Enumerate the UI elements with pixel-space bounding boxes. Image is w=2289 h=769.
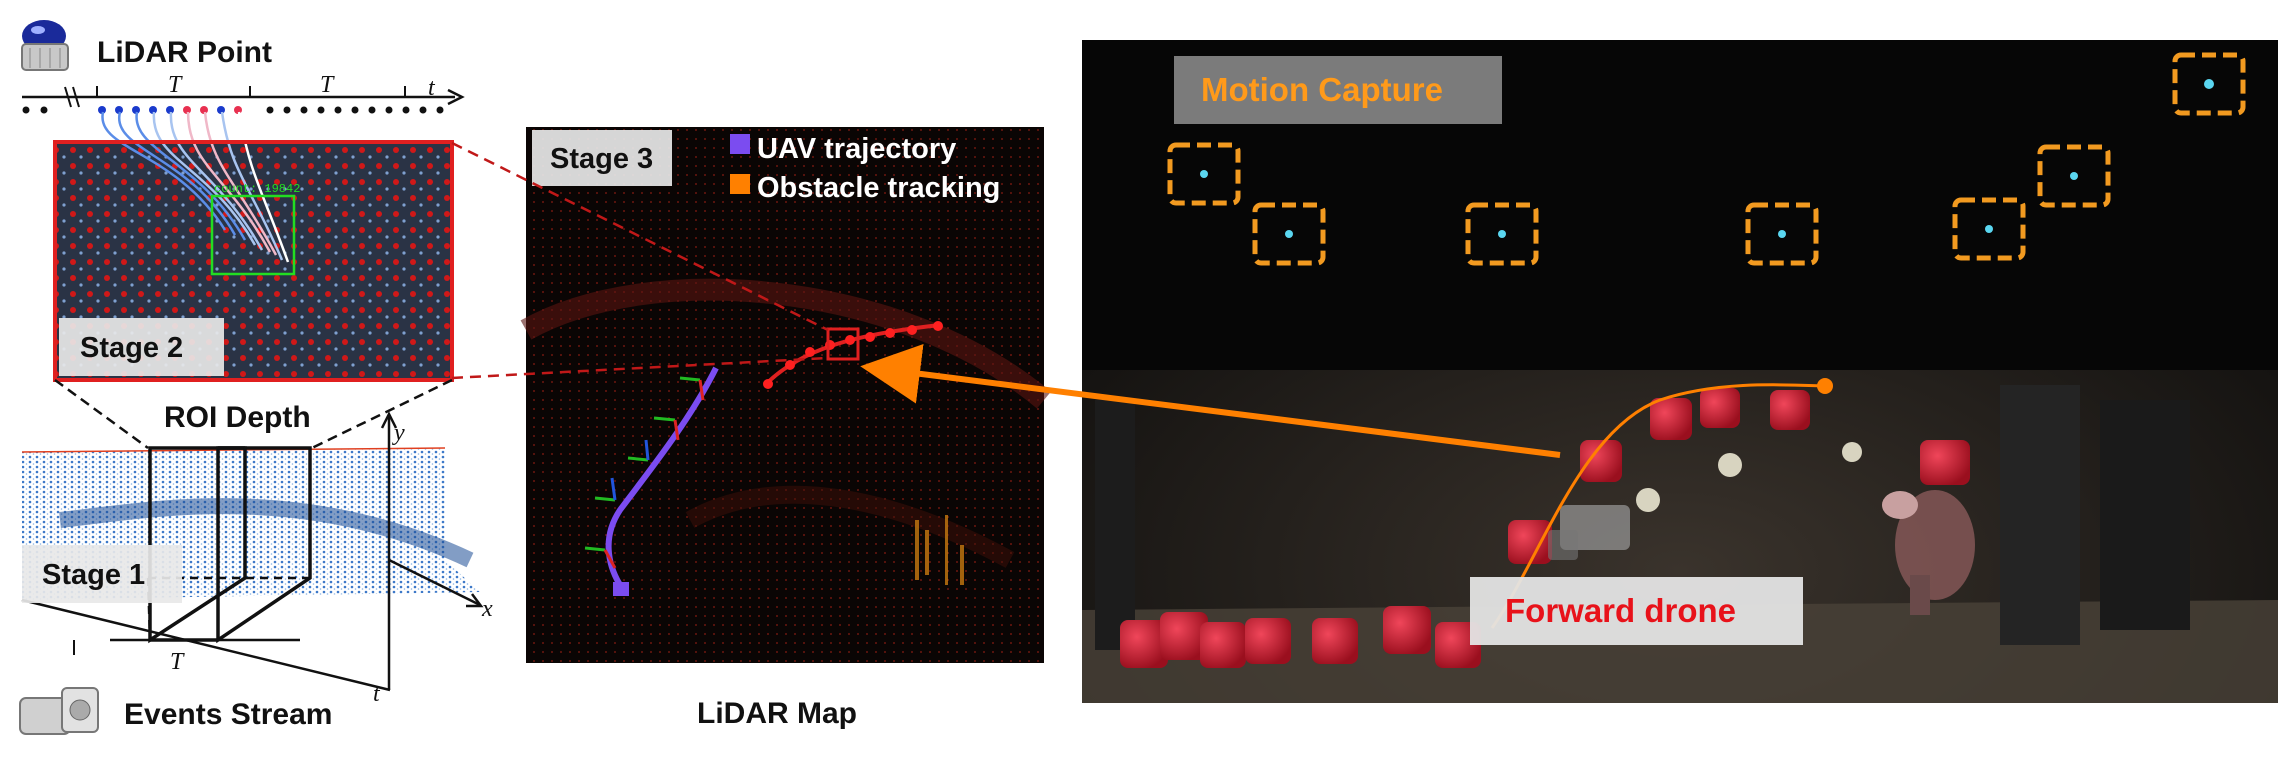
lidar-point-title: LiDAR Point — [97, 36, 272, 69]
timeline-T-label-2: T — [320, 72, 335, 98]
legend-obstacle-label: Obstacle tracking — [757, 172, 1000, 204]
forward-drone-shape — [1548, 505, 1630, 560]
mocap-marker-boxes — [1167, 52, 2246, 266]
lidar-timeline — [22, 86, 465, 114]
scene-to-map-arrow — [860, 344, 1561, 458]
stage-1-label: Stage 1 — [42, 559, 145, 591]
motion-capture-label: Motion Capture — [1201, 71, 1443, 108]
lidar-map-caption: LiDAR Map — [697, 697, 857, 730]
axis-x-label: x — [481, 596, 493, 622]
target-robot — [1882, 490, 1975, 615]
roi-zoom-connectors — [54, 378, 453, 450]
legend-obstacle-swatch — [730, 174, 750, 194]
roi-depth-label: ROI Depth — [164, 401, 311, 434]
legend-uav-label: UAV trajectory — [757, 133, 956, 165]
obstacle-target-box — [826, 327, 860, 361]
roi-count-text: count: 19842 — [214, 182, 300, 196]
legend-uav-swatch — [730, 134, 750, 154]
projection-curves — [101, 111, 290, 263]
axis-y-label: y — [392, 420, 405, 446]
flying-dice — [1508, 388, 1970, 564]
forward-drone-label: Forward drone — [1505, 592, 1736, 629]
axis-t-label: t — [373, 681, 381, 707]
lidar-sensor-icon — [21, 20, 69, 71]
timeline-T-label-1: T — [168, 72, 183, 98]
stage-3-label: Stage 3 — [550, 143, 653, 175]
roi-to-map-connectors — [451, 141, 829, 380]
timeline-t-label: t — [428, 75, 436, 101]
events-stream-label: Events Stream — [124, 698, 332, 731]
roi-depth-panel: count: 19842 Stage 2 — [53, 111, 454, 382]
dice-pile — [1120, 606, 1481, 668]
stage-2-label: Stage 2 — [80, 332, 183, 364]
roi-detection-box — [210, 194, 296, 276]
lidar-map-panel: Stage 3 UAV trajectory Obstacle tracking — [520, 127, 1052, 663]
event-camera-icon — [19, 687, 99, 735]
motion-capture-scene: Motion Capture Forward drone — [1082, 40, 2278, 703]
axis-T-label: T — [170, 649, 185, 675]
dice-trajectory-curve — [1490, 383, 1826, 629]
